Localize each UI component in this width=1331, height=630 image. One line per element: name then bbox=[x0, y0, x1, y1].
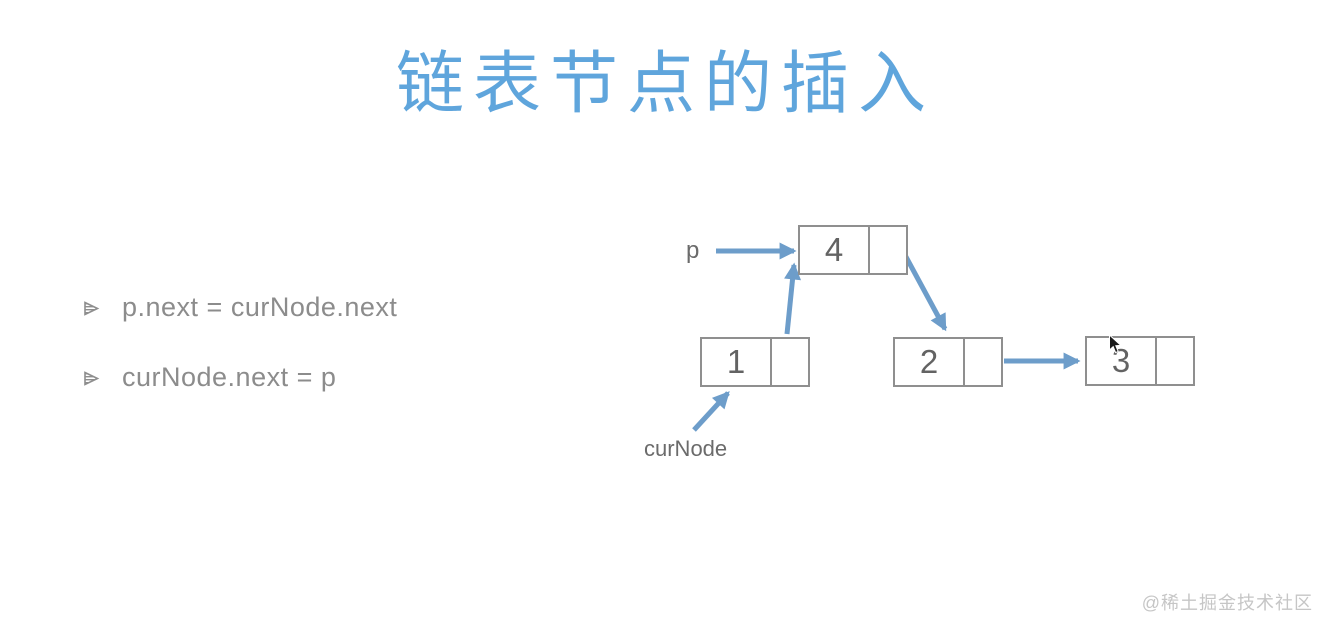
page-title: 链表节点的插入 bbox=[395, 46, 935, 122]
list-item: p.next = curNode.next bbox=[83, 291, 397, 323]
p-pointer-label: p bbox=[686, 237, 700, 264]
striped-triangle-bullet-icon bbox=[84, 300, 100, 316]
watermark: @稀土掘金技术社区 bbox=[1141, 593, 1313, 613]
striped-triangle-bullet-icon bbox=[84, 370, 100, 386]
node-next-pointer-cell bbox=[772, 339, 808, 385]
arrow-curnode-to-node1 bbox=[692, 391, 730, 432]
node-value: 1 bbox=[702, 339, 772, 385]
mouse-cursor-icon bbox=[1109, 334, 1123, 354]
bullet-text: p.next = curNode.next bbox=[122, 291, 398, 322]
node-value: 2 bbox=[895, 339, 965, 385]
node-next-pointer-cell bbox=[965, 339, 1001, 385]
node-next-pointer-cell bbox=[870, 227, 906, 273]
arrow-node4-next-to-node2 bbox=[902, 253, 948, 332]
curnode-pointer-label: curNode bbox=[644, 436, 728, 461]
list-node-2: 2 bbox=[893, 337, 1003, 387]
list-node-1: 1 bbox=[700, 337, 810, 387]
list-item: curNode.next = p bbox=[83, 361, 397, 393]
list-node-3: 3 bbox=[1085, 336, 1195, 386]
node-next-pointer-cell bbox=[1157, 338, 1193, 384]
bullet-list: p.next = curNode.next curNode.next = p bbox=[83, 291, 397, 431]
list-node-4: 4 bbox=[798, 225, 908, 275]
bullet-text: curNode.next = p bbox=[122, 361, 337, 392]
node-value: 4 bbox=[800, 227, 870, 273]
arrow-node1-next-to-node4 bbox=[784, 262, 801, 335]
